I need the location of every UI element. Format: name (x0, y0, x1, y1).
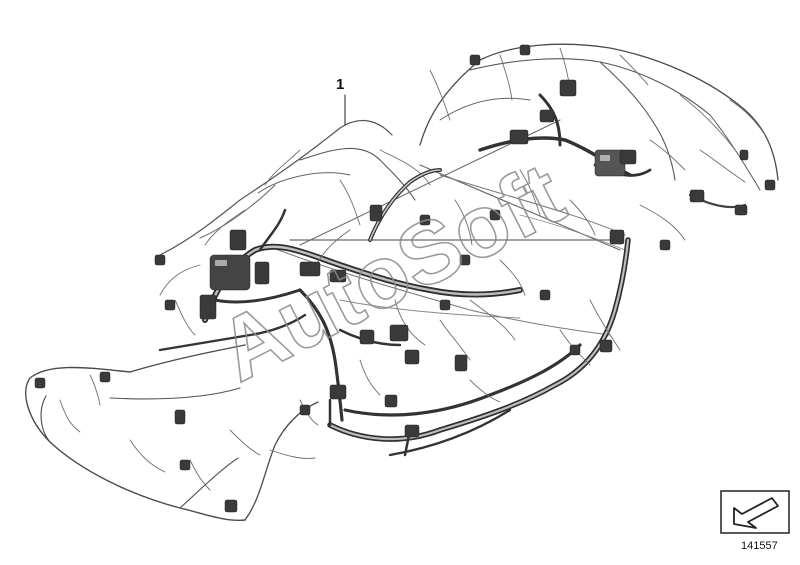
connectors (34, 44, 776, 513)
arrow-down-left-icon (720, 490, 790, 534)
callout-label-1: 1 (336, 76, 345, 93)
upper-left-branch (159, 119, 393, 256)
rear-arch (419, 43, 779, 181)
diagram-number: 141557 (741, 540, 778, 552)
front-lower-strand (158, 313, 307, 352)
navigation-button[interactable] (720, 490, 790, 534)
watermark-text: AutoSoft (203, 143, 579, 400)
